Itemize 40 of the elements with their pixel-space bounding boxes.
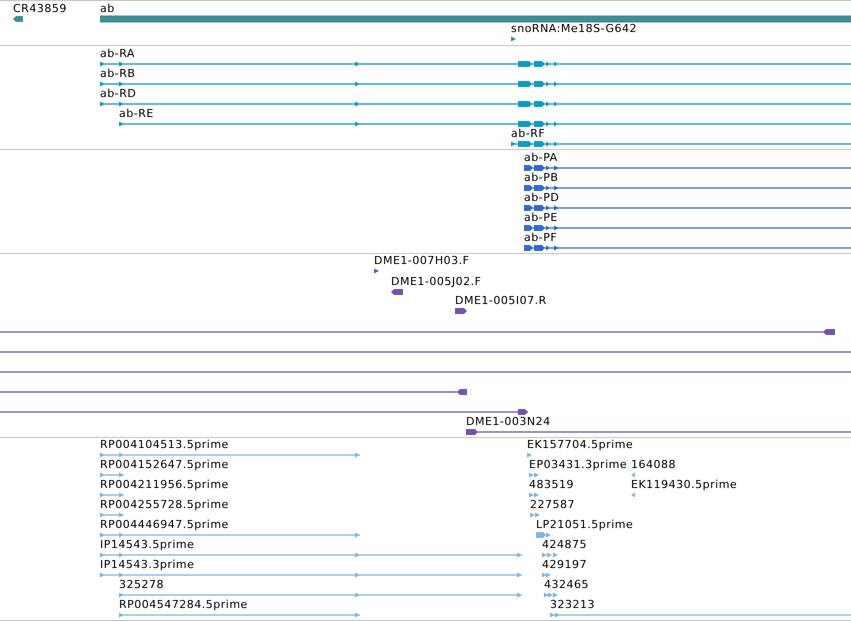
feature-label: RP004255728.5prime [100,499,229,511]
feature-label: ab-PF [524,232,558,244]
feature-label: IP14543.5prime [100,539,194,551]
feature-label: EK157704.5prime [527,439,634,451]
alignment-line [0,328,835,336]
feature-label: EP03431.3prime [529,459,628,471]
alignment-line [0,408,528,416]
feature-label: snoRNA:Me18S-G642 [511,23,637,35]
feature-label: RP004547284.5prime [119,599,248,611]
feature-label: 429197 [542,559,587,571]
feature-label: 164088 [631,459,676,471]
feature-label: 227587 [530,499,575,511]
alignment-line [0,388,467,396]
feature-label: 325278 [119,579,164,591]
feature-label: ab-RF [511,128,546,140]
feature-label: DME1-003N24 [466,416,551,428]
feature-label: ab-PB [524,172,558,184]
feature-label: RP004104513.5prime [100,439,229,451]
feature-label: RP004446947.5prime [100,519,229,531]
feature-label: ab-PE [524,212,558,224]
feature-label: ab [100,3,115,15]
feature-label: ab-RA [100,48,135,60]
feature-label: CR43859 [13,3,67,15]
feature-label: ab-PD [524,192,560,204]
feature-label: 424875 [542,539,587,551]
feature-label: EK119430.5prime [631,479,738,491]
feature-label: RP004152647.5prime [100,459,229,471]
feature-label: 323213 [550,599,595,611]
feature-label: DME1-007H03.F [374,255,470,267]
feature-label: DME1-005J02.F [391,276,482,288]
feature-label: ab-RB [100,68,136,80]
feature-label: RP004211956.5prime [100,479,229,491]
feature-label: ab-PA [524,152,558,164]
feature-label: 483519 [529,479,574,491]
feature-label: ab-RE [119,108,154,120]
feature-label: DME1-005I07.R [455,295,547,307]
feature-label: 432465 [544,579,589,591]
feature-label: IP14543.3prime [100,559,194,571]
feature-label: ab-RD [100,88,136,100]
feature-label: LP21051.5prime [536,519,634,531]
